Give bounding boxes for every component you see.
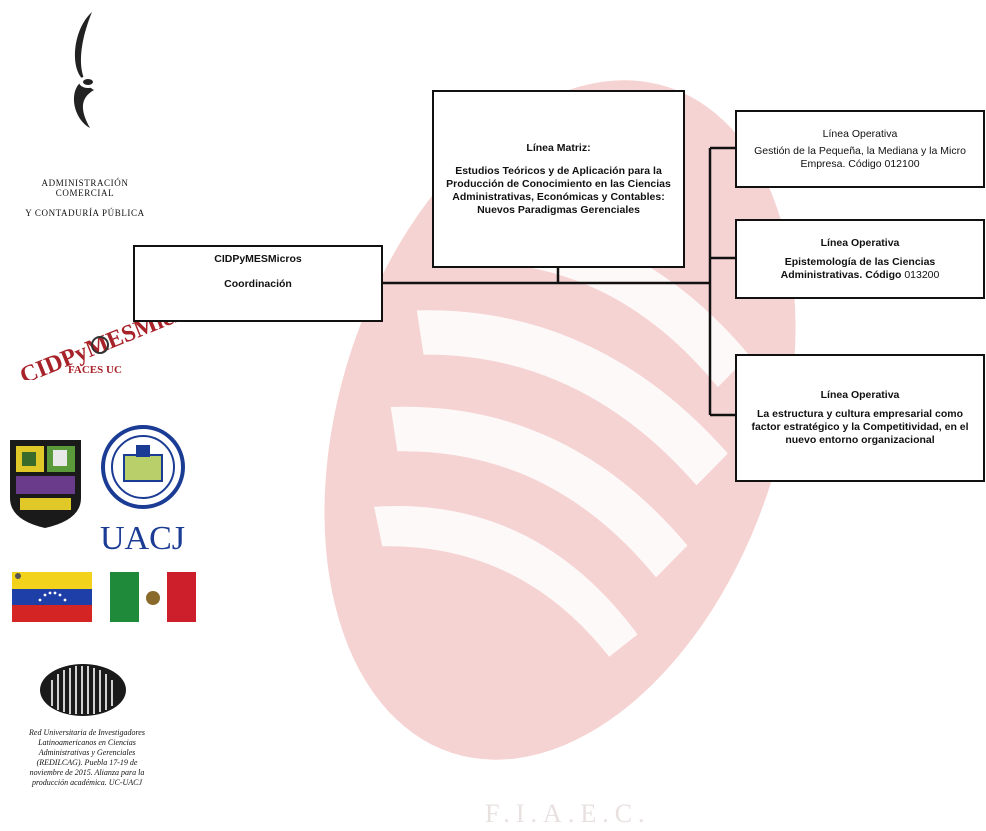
operative-line-body-1: Gestión de la Pequeña, la Mediana y la M… bbox=[754, 144, 966, 170]
operative-line-body-3: La estructura y cultura empresarial como… bbox=[751, 408, 969, 446]
coordination-box: CIDPyMESMicros Coordinación bbox=[133, 245, 383, 322]
matrix-line-title: Línea Matriz: bbox=[526, 141, 591, 154]
venezuela-flag bbox=[12, 572, 92, 622]
operative-line-title-3: Línea Operativa bbox=[820, 389, 900, 401]
footer-note: Red Universitaria de Investigadores Lati… bbox=[29, 728, 145, 787]
uacj-seal: UACJ bbox=[100, 425, 185, 555]
operative-line-body-2-text: Epistemología de las Ciencias Administra… bbox=[780, 255, 936, 281]
operative-line-box-1: Línea Operativa Gestión de la Pequeña, l… bbox=[735, 110, 985, 188]
operative-line-box-3: Línea Operativa La estructura y cultura … bbox=[735, 354, 985, 482]
matrix-line-body: Estudios Teóricos y de Aplicación para l… bbox=[446, 164, 671, 216]
coordination-subtitle: Coordinación bbox=[224, 278, 292, 290]
operative-line-code-2: 013200 bbox=[904, 268, 940, 281]
coordination-title: CIDPyMESMicros bbox=[214, 253, 302, 265]
faculty-text-line2: Y CONTADURÍA PÚBLICA bbox=[25, 208, 145, 218]
mexico-flag bbox=[110, 572, 196, 622]
university-crest bbox=[10, 440, 81, 528]
cidpymes-logo-sub: FACES UC bbox=[68, 364, 122, 376]
operative-line-body-2: Epistemología de las Ciencias Administra… bbox=[743, 256, 977, 282]
operative-line-box-2: Línea Operativa Epistemología de las Cie… bbox=[735, 219, 985, 299]
faculty-text-line1: ADMINISTRACIÓN COMERCIAL bbox=[41, 178, 129, 198]
operative-line-title-2: Línea Operativa bbox=[820, 236, 900, 249]
watermark-text: F.I.A.E.C. bbox=[485, 799, 651, 828]
uacj-text: UACJ bbox=[100, 520, 185, 555]
redilcag-emblem bbox=[40, 664, 126, 716]
faculty-text: ADMINISTRACIÓN COMERCIAL Y CONTADURÍA PÚ… bbox=[20, 178, 150, 218]
operative-line-title-1: Línea Operativa bbox=[822, 127, 898, 140]
matrix-line-box: Línea Matriz: Estudios Teóricos y de Apl… bbox=[432, 90, 685, 268]
faculty-logo bbox=[73, 12, 97, 128]
